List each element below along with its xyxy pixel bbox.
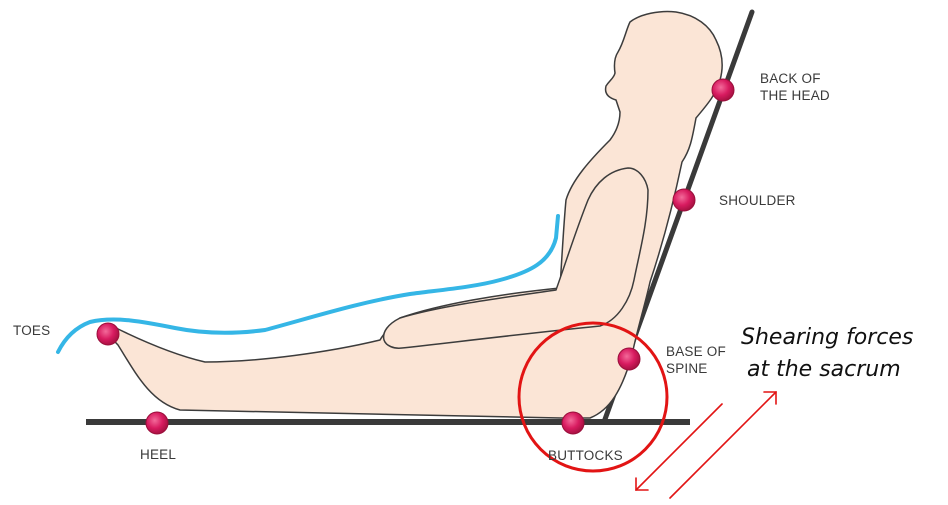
shearing-forces-line1: Shearing forces <box>741 322 913 354</box>
label-shoulder: SHOULDER <box>719 192 796 209</box>
pressure-dot-icon <box>146 412 168 434</box>
label-back-of-head-line2: THE HEAD <box>760 87 830 104</box>
shearing-forces-note: Shearing forces at the sacrum <box>741 322 913 386</box>
label-back-of-head: BACK OF THE HEAD <box>760 70 830 104</box>
label-back-of-head-line1: BACK OF <box>760 70 830 87</box>
arm-shape <box>384 168 648 348</box>
label-heel: HEEL <box>140 446 176 463</box>
label-base-of-spine-line2: SPINE <box>666 360 726 377</box>
pressure-dot-icon <box>712 79 734 101</box>
pressure-dot-icon <box>673 189 695 211</box>
label-toes: TOES <box>13 322 50 339</box>
pressure-dot-icon <box>618 348 640 370</box>
label-buttocks: BUTTOCKS <box>548 447 623 464</box>
label-base-of-spine-line1: BASE OF <box>666 343 726 360</box>
shearing-forces-line2: at the sacrum <box>741 354 913 386</box>
label-base-of-spine: BASE OF SPINE <box>666 343 726 377</box>
double-arrow-icon <box>636 392 776 498</box>
pressure-dot-icon <box>97 323 119 345</box>
pressure-dot-icon <box>562 412 584 434</box>
